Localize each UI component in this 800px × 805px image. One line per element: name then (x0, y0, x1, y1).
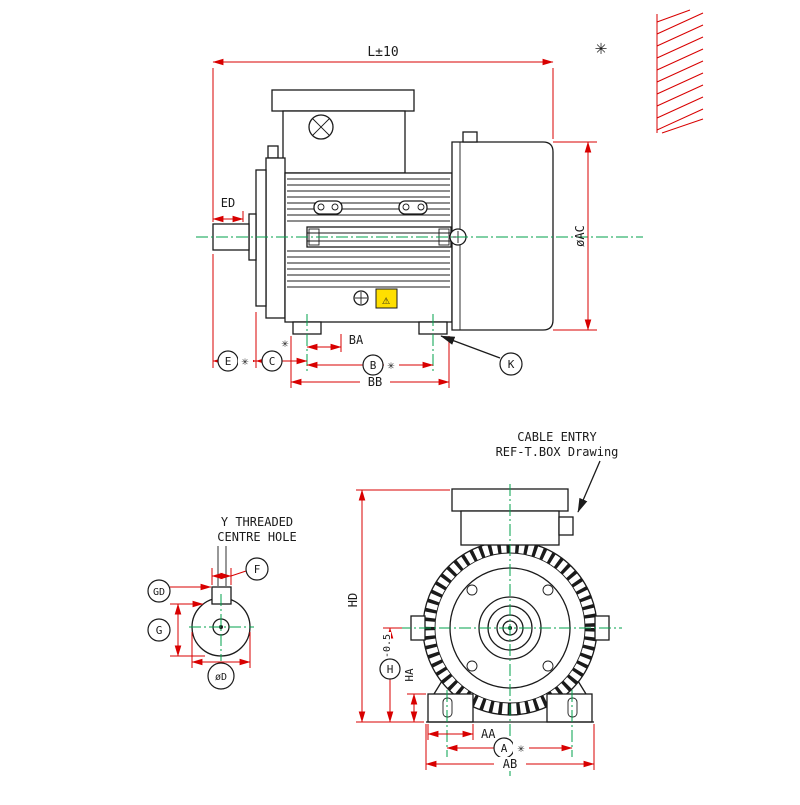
bubble-f-label: F (254, 563, 261, 576)
dimension-ab: AB (425, 724, 595, 771)
asterisk-b: ✳ (387, 358, 394, 372)
endshield-step (255, 169, 267, 307)
bubble-od (207, 662, 235, 690)
screw-head-icon (308, 114, 334, 140)
asterisk-a: ✳ (517, 741, 524, 755)
cable-entry-note-line1: CABLE ENTRY (517, 430, 597, 444)
dim-ed-label: ED (221, 196, 235, 210)
bubble-gd (147, 579, 171, 603)
dim-ba-label: BA (349, 333, 364, 347)
foot-right (546, 693, 593, 723)
dimension-ed: ED (212, 196, 244, 223)
side-bottom-dimensions: BA BB E ✳ C ✳ B ✳ K (212, 254, 523, 389)
dim-bb-label: BB (368, 375, 382, 389)
terminal-box (282, 110, 406, 174)
dimension-ac: øAC (553, 141, 597, 331)
bubble-f (245, 557, 269, 581)
cable-entry-note-line2: REF-T.BOX Drawing (496, 445, 619, 459)
dimension-aa: AA (427, 724, 496, 741)
earth-bolt-icon (353, 290, 369, 306)
lifting-lug-left (313, 200, 343, 215)
fan-cowl (451, 131, 554, 331)
cooling-fins (287, 178, 450, 288)
dim-hd-label: HD (346, 593, 360, 607)
drive-endshield (265, 157, 286, 319)
shaft-note-line1: Y THREADED (221, 515, 293, 529)
dimension-l: L±10 (212, 45, 554, 216)
bubble-e-label: E (225, 355, 232, 368)
shaft-note-line2: CENTRE HOLE (217, 530, 296, 544)
cable-entry-leader (577, 460, 601, 513)
bubble-g-label: G (156, 624, 163, 637)
bubble-b (362, 354, 384, 376)
asterisk-c: ✳ (281, 336, 288, 350)
dim-ac-label: øAC (573, 225, 587, 247)
bubble-c-label: C (269, 355, 276, 368)
bubble-g (147, 618, 171, 642)
foot-left (427, 693, 474, 723)
front-view: CABLE ENTRY REF-T.BOX Drawing (346, 430, 622, 778)
asterisk-e: ✳ (241, 354, 248, 368)
endshield-stud (267, 145, 279, 159)
dim-ab-label: AB (503, 757, 517, 771)
dimension-hd: HD (346, 489, 450, 723)
h-tolerance-label: -0.5 (382, 634, 393, 658)
side-view: ⚠ L±10 ✳ ED øAC (196, 9, 704, 389)
wall-hatch (656, 9, 704, 134)
bubble-od-label: øD (215, 672, 227, 683)
dimension-h: -0.5 H (378, 627, 402, 723)
dim-aa-label: AA (481, 727, 496, 741)
reference-asterisk: ✳ (595, 35, 607, 59)
cable-gland (558, 516, 574, 536)
lifting-lug-right (398, 200, 428, 215)
warning-label: ⚠ (375, 288, 398, 309)
bubble-gd-label: GD (153, 587, 165, 598)
k-leader (440, 335, 501, 359)
terminal-box-cap (271, 89, 415, 112)
bubble-k (499, 352, 523, 376)
bubble-c (261, 350, 283, 372)
bubble-b-label: B (370, 359, 377, 372)
bubble-k-label: K (508, 358, 515, 371)
motor-side-outline: ⚠ (212, 89, 554, 335)
bubble-h-label: H (387, 663, 394, 676)
cowl-bolt (462, 131, 478, 143)
dimension-ha: HA (403, 668, 426, 723)
dim-l-label: L±10 (367, 45, 398, 60)
dim-ha-label: HA (403, 668, 416, 682)
warning-icon: ⚠ (382, 293, 390, 308)
bubble-h (379, 658, 401, 680)
shaft-end-detail-view: Y THREADED CENTRE HOLE GD F G øD (147, 515, 297, 690)
dimension-a: A ✳ (446, 737, 573, 759)
bubble-a-label: A (501, 742, 508, 755)
